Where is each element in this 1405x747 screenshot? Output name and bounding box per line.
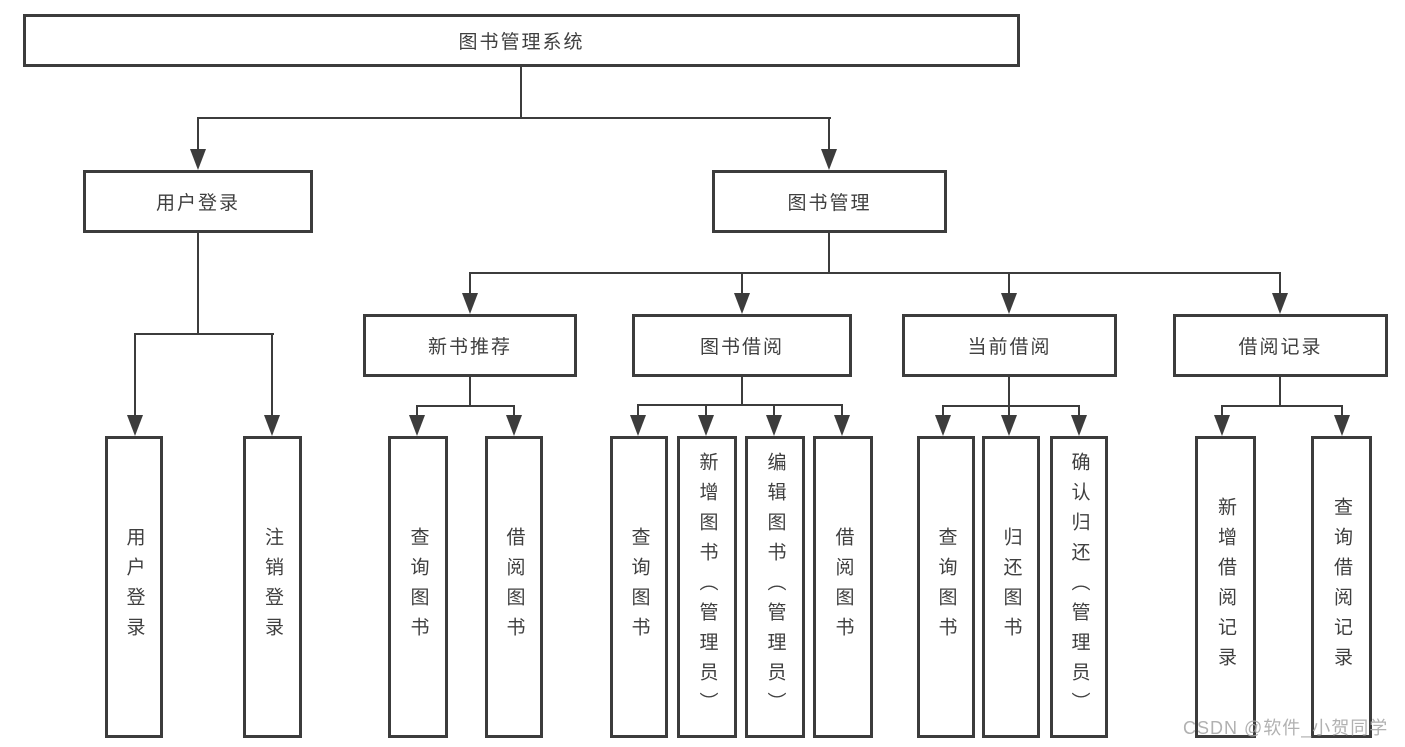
leaf-query-book-1-label: 查询图书	[407, 527, 429, 647]
leaf-user-login-label: 用户登录	[123, 527, 145, 647]
leaf-confirm-return-admin: 确认归还（管理员）	[1050, 436, 1108, 738]
connector-line	[1078, 405, 1080, 418]
leaf-query-borrow-record: 查询借阅记录	[1311, 436, 1372, 738]
arrow-down-icon	[190, 149, 206, 170]
arrow-down-icon	[506, 415, 522, 436]
connector-line	[1279, 377, 1281, 407]
connector-line	[469, 272, 471, 295]
connector-line	[1221, 405, 1343, 407]
connector-line	[637, 404, 843, 406]
arrow-down-icon	[630, 415, 646, 436]
connector-line	[197, 117, 199, 151]
leaf-borrow-book-1-label: 借阅图书	[503, 527, 525, 647]
connector-line	[828, 117, 830, 151]
leaf-query-borrow-record-label: 查询借阅记录	[1331, 497, 1352, 677]
node-root-label: 图书管理系统	[458, 32, 585, 53]
leaf-edit-book-admin: 编辑图书（管理员）	[745, 436, 805, 738]
connector-line	[1279, 272, 1281, 295]
leaf-query-book-2: 查询图书	[610, 436, 668, 738]
arrow-down-icon	[1272, 293, 1288, 314]
leaf-logout: 注销登录	[243, 436, 302, 738]
connector-line	[942, 405, 944, 418]
arrow-down-icon	[821, 149, 837, 170]
leaf-query-book-1: 查询图书	[388, 436, 448, 738]
connector-line	[134, 333, 274, 335]
node-book-borrow: 图书借阅	[632, 314, 852, 377]
leaf-borrow-book-2: 借阅图书	[813, 436, 873, 738]
connector-line	[773, 404, 775, 418]
connector-line	[469, 272, 1281, 274]
arrow-down-icon	[698, 415, 714, 436]
arrow-down-icon	[264, 415, 280, 436]
arrow-down-icon	[127, 415, 143, 436]
arrow-down-icon	[734, 293, 750, 314]
connector-line	[1341, 405, 1343, 418]
watermark: CSDN @软件_小贺同学	[1183, 718, 1389, 738]
arrow-down-icon	[462, 293, 478, 314]
connector-line	[1221, 405, 1223, 418]
node-root: 图书管理系统	[23, 14, 1020, 67]
node-borrow-record-label: 借阅记录	[1238, 337, 1323, 358]
leaf-borrow-book-1: 借阅图书	[485, 436, 543, 738]
connector-line	[134, 333, 136, 417]
connector-line	[416, 405, 418, 418]
arrow-down-icon	[409, 415, 425, 436]
leaf-return-book-label: 归还图书	[1000, 527, 1022, 647]
connector-line	[520, 67, 522, 118]
connector-line	[637, 404, 639, 418]
arrow-down-icon	[1001, 293, 1017, 314]
connector-line	[942, 405, 1080, 407]
connector-line	[1008, 377, 1010, 407]
leaf-query-book-3-label: 查询图书	[935, 527, 957, 647]
node-borrow-record: 借阅记录	[1173, 314, 1388, 377]
leaf-user-login: 用户登录	[105, 436, 163, 738]
arrow-down-icon	[1334, 415, 1350, 436]
connector-line	[1008, 272, 1010, 295]
leaf-add-book-admin: 新增图书（管理员）	[677, 436, 737, 738]
leaf-return-book: 归还图书	[982, 436, 1040, 738]
node-user-login-label: 用户登录	[155, 193, 240, 214]
leaf-borrow-book-2-label: 借阅图书	[832, 527, 854, 647]
leaf-query-book-3: 查询图书	[917, 436, 975, 738]
leaf-logout-label: 注销登录	[262, 527, 283, 647]
connector-line	[469, 377, 471, 407]
arrow-down-icon	[766, 415, 782, 436]
leaf-confirm-return-admin-label: 确认归还（管理员）	[1068, 452, 1090, 722]
connector-line	[741, 272, 743, 295]
node-current-borrow-label: 当前借阅	[967, 337, 1052, 358]
leaf-add-borrow-record-label: 新增借阅记录	[1215, 497, 1236, 677]
connector-line	[513, 405, 515, 418]
node-book-management: 图书管理	[712, 170, 947, 233]
node-book-borrow-label: 图书借阅	[699, 337, 784, 358]
connector-line	[197, 233, 199, 335]
leaf-add-book-admin-label: 新增图书（管理员）	[696, 452, 718, 722]
connector-line	[828, 233, 830, 274]
node-new-book-recommend-label: 新书推荐	[427, 337, 512, 358]
connector-line	[705, 404, 707, 418]
arrow-down-icon	[1214, 415, 1230, 436]
arrow-down-icon	[834, 415, 850, 436]
connector-line	[271, 333, 273, 417]
leaf-add-borrow-record: 新增借阅记录	[1195, 436, 1256, 738]
connector-line	[416, 405, 515, 407]
node-book-management-label: 图书管理	[787, 193, 872, 214]
node-current-borrow: 当前借阅	[902, 314, 1117, 377]
node-user-login: 用户登录	[83, 170, 313, 233]
arrow-down-icon	[935, 415, 951, 436]
node-new-book-recommend: 新书推荐	[363, 314, 577, 377]
connector-line	[841, 404, 843, 418]
leaf-edit-book-admin-label: 编辑图书（管理员）	[764, 452, 786, 722]
arrow-down-icon	[1071, 415, 1087, 436]
leaf-query-book-2-label: 查询图书	[628, 527, 650, 647]
connector-line	[741, 377, 743, 406]
connector-line	[197, 117, 831, 119]
arrow-down-icon	[1001, 415, 1017, 436]
connector-line	[1008, 405, 1010, 418]
